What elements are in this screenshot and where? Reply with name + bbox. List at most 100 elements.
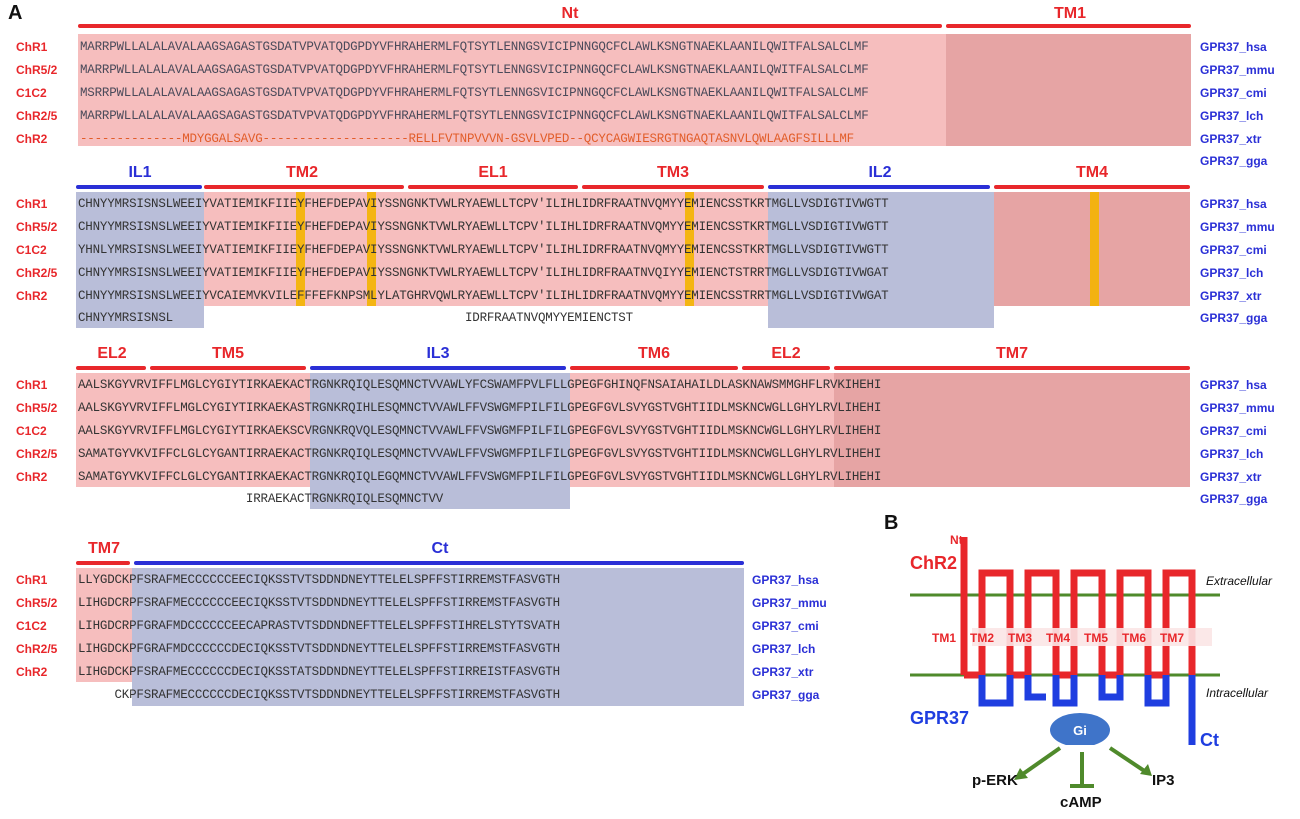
row-name: ChR2/5 (16, 109, 58, 123)
sequence-row: MARRPWLLALALAVALAAGSAGASTGSDATVPVATQDGPD… (80, 63, 869, 77)
gpr37-label: GPR37 (910, 708, 970, 728)
arrow-to-ip3 (1108, 746, 1148, 774)
segment-bar-tm6 (570, 366, 738, 370)
gpr-name: GPR37_hsa (752, 573, 819, 587)
gpr-name: GPR37_lch (1200, 109, 1264, 123)
segment-label-el2b: EL2 (771, 345, 801, 362)
ip3-label: IP3 (1152, 772, 1175, 789)
segment-label-ct: Ct (431, 540, 449, 557)
sequence-row: AALSKGYVRVIFFLMGLCYGIYTIRKAEKSCVRGNKRQVQ… (78, 424, 882, 438)
gpr-name: GPR37_cmi (1200, 243, 1267, 257)
segment-bar-tm3 (582, 185, 764, 189)
segment-bar-tm2 (204, 185, 404, 189)
il1-shade (76, 192, 204, 328)
sequence-row: AALSKGYVRVIFFLMGLCYGIYTIRKAEKASTRGNKRQIH… (78, 401, 882, 415)
row-name: ChR1 (16, 378, 48, 392)
row-name: ChR1 (16, 197, 48, 211)
tm7-ct-shade (76, 568, 132, 682)
sequence-row: LIHGDCKPFGRAFMDCCCCCCDECIQKSSTVTSDDNDNEY… (78, 642, 560, 656)
sequence-row: CHNYYMRSISNSL IDRFRAATNVQMYYEMIENCTST (78, 311, 633, 325)
row-name: ChR1 (16, 573, 48, 587)
row-name: C1C2 (16, 619, 47, 633)
row-name: ChR5/2 (16, 63, 58, 77)
tm-label: TM4 (1046, 631, 1070, 645)
sequence-row: --------------MDYGGALSAVG---------------… (80, 132, 854, 146)
segment-label-tm7: TM7 (88, 540, 120, 557)
row-name: ChR2/5 (16, 642, 58, 656)
sequence-row: LIHGDCRPFSRAFMECCCCCCEECIQKSSTVTSDDNDNEY… (78, 596, 560, 610)
segment-bar-el2 (76, 366, 146, 370)
sequence-row: LIHGDCKPFSRAFMECCCCCCDECIQKSSTATSDDNDNEY… (78, 665, 560, 679)
sequence-row: SAMATGYVKVIFFCLGLCYGANTIRKAEKACTRGNKRQIQ… (78, 470, 882, 484)
gpr-name: GPR37_cmi (1200, 424, 1267, 438)
gpr-name: GPR37_hsa (1200, 40, 1267, 54)
el2-tm5-shade (76, 373, 310, 487)
arrow-to-perk (1018, 746, 1062, 778)
gpr-name: GPR37_lch (752, 642, 816, 656)
segment-bar-tm1 (946, 24, 1191, 28)
gpr-name: GPR37_mmu (1200, 401, 1275, 415)
segment-label-tm6: TM6 (638, 345, 670, 362)
perk-label: p-ERK (972, 772, 1018, 789)
sequence-row: MSRRPWLLALALAVALAAGSAGASTGSDATVPVATQDGPD… (80, 86, 869, 100)
receptor-topology-diagram (910, 537, 1220, 745)
ct-shade (132, 568, 744, 706)
sequence-row: IRRAEKACTRGNKRQIQLESQMNCTVV (78, 492, 444, 506)
sequence-row: YHNLYMRSISNSLWEEIYVATIEMIKFIIEYFHEFDEPAV… (78, 243, 889, 257)
segment-label-il2: IL2 (868, 164, 892, 181)
tm-label: TM1 (932, 631, 956, 645)
il3-shade (310, 373, 570, 509)
gpr-name: GPR37_hsa (1200, 378, 1267, 392)
row-name: ChR5/2 (16, 596, 58, 610)
gpr-name: GPR37_xtr (752, 665, 814, 679)
row-name: ChR5/2 (16, 401, 58, 415)
sequence-row: LIHGDCRPFGRAFMDCCCCCCEECAPRASTVTSDDNDNEF… (78, 619, 560, 633)
gpr-name: GPR37_gga (1200, 154, 1268, 168)
sequence-row: CHNYYMRSISNSLWEEIYVATIEMIKFIIEYFHEFDEPAV… (78, 220, 889, 234)
segment-label-il1: IL1 (128, 164, 152, 181)
row-name: ChR2 (16, 470, 48, 484)
row-name: ChR2 (16, 289, 48, 303)
tm-label: TM3 (1008, 631, 1032, 645)
sequence-row: CHNYYMRSISNSLWEEIYVATIEMIKFIIEYFHEFDEPAV… (78, 197, 889, 211)
gpr-name: GPR37_xtr (1200, 132, 1262, 146)
tm2-el1-shade (204, 192, 582, 306)
row-name: ChR2 (16, 132, 48, 146)
row-name: ChR1 (16, 40, 48, 54)
segment-label-nt: Nt (561, 5, 579, 22)
segment-label-tm3: TM3 (657, 164, 689, 181)
sequence-row: AALSKGYVRVIFFLMGLCYGIYTIRKAEKACTRGNKRQIQ… (78, 378, 882, 392)
conserved-residue-marker (367, 192, 376, 306)
segment-bar-tm4 (994, 185, 1190, 189)
segment-bar-il1 (76, 185, 202, 189)
segment-bar-tm7-ct (76, 561, 130, 565)
row-name: ChR5/2 (16, 220, 58, 234)
sequence-row: CHNYYMRSISNSLWEEIYVATIEMIKFIIEYFHEFDEPAV… (78, 266, 889, 280)
row-name: C1C2 (16, 243, 47, 257)
segment-label-tm1: TM1 (1054, 5, 1086, 22)
segment-label-il3: IL3 (426, 345, 450, 362)
gpr-name: GPR37_xtr (1200, 470, 1262, 484)
row-name: ChR2/5 (16, 266, 58, 280)
sequence-row: MARRPWLLALALAVALAAGSAGASTGSDATVPVATQDGPD… (80, 40, 869, 54)
gpr-name: GPR37_gga (1200, 492, 1268, 506)
sequence-row: MARRPWLLALALAVALAAGSAGASTGSDATVPVATQDGPD… (80, 109, 869, 123)
tm3-shade (582, 192, 768, 306)
segment-label-tm5: TM5 (212, 345, 244, 362)
segment-bar-tm7 (834, 366, 1190, 370)
extracellular-label: Extracellular (1206, 574, 1273, 588)
gpr-name: GPR37_gga (1200, 311, 1268, 325)
row-name: C1C2 (16, 86, 47, 100)
segment-bar-ct (134, 561, 744, 565)
gi-label: Gi (1073, 723, 1087, 738)
gi-protein (1050, 713, 1110, 745)
row-name: C1C2 (16, 424, 47, 438)
sequence-row: CKPFSRAFMECCCCCCDECIQKSSTVTSDDNDNEYTTELE… (78, 688, 561, 702)
gpr-name: GPR37_mmu (1200, 63, 1275, 77)
gpr-name: GPR37_cmi (1200, 86, 1267, 100)
tm-label: TM5 (1084, 631, 1108, 645)
gpr-name: GPR37_mmu (752, 596, 827, 610)
intracellular-label: Intracellular (1206, 686, 1269, 700)
segment-label-el2: EL2 (97, 345, 127, 362)
sequence-row: SAMATGYVKVIFFCLGLCYGANTIRRAEKACTRGNKRQIQ… (78, 447, 882, 461)
